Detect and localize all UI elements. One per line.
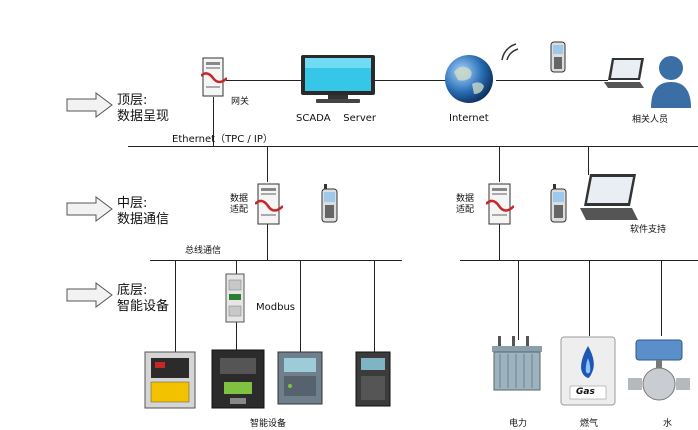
gas-tank-icon (560, 336, 616, 406)
left-mobile-phone-icon (321, 184, 338, 223)
gas-tank-text: Gas (576, 387, 595, 397)
person-user-icon (651, 56, 691, 108)
top-tier-subtitle: 数据呈现 (117, 109, 170, 124)
bus-drop-1 (175, 260, 176, 352)
bottom-tier-subtitle: 智能设备 (117, 299, 170, 314)
bus-drop-power (518, 260, 519, 340)
right-adapter-label: 数据 适配 (456, 194, 474, 216)
middle-tier-arrow-icon (66, 196, 113, 222)
left-fieldbus (150, 260, 402, 261)
software-riser (588, 147, 589, 175)
right-adapter-label-line2: 适配 (456, 205, 475, 215)
bus-drop-gas (589, 260, 590, 336)
bus-drop-4 (374, 260, 375, 352)
top-link-scada-internet (372, 80, 448, 81)
water-caption: 水 (663, 419, 673, 429)
right-adapter-riser (499, 147, 500, 182)
right-adapter-label-line1: 数据 (456, 194, 475, 204)
left-adapter-riser (267, 147, 268, 182)
top-tier-arrow-icon (66, 92, 113, 118)
personnel-laptop-icon (604, 58, 644, 88)
left-adapter-label-line1: 数据 (230, 194, 249, 204)
wireless-signal-icon (501, 43, 519, 61)
modbus-module-icon (225, 273, 245, 323)
gateway-drop (213, 97, 214, 147)
gas-caption: 燃气 (580, 419, 599, 429)
right-fieldbus (460, 260, 698, 261)
internet-label: Internet (449, 113, 489, 124)
water-valve-icon (628, 339, 690, 401)
bus-communication-label: 总线通信 (185, 246, 222, 256)
middle-tier-subtitle: 数据通信 (117, 212, 170, 227)
middle-tier-title: 中层: (117, 196, 148, 211)
gateway-server-icon (201, 57, 227, 97)
bus-drop-3 (300, 260, 301, 352)
top-link-gateway-scada (226, 80, 306, 81)
modbus-label: Modbus (256, 302, 295, 313)
left-adapter-drop (267, 224, 268, 260)
top-tier-label: 顶层: 数据呈现 (117, 93, 169, 125)
mobile-phone-top-icon (550, 41, 566, 73)
smart-breaker-icon (211, 349, 265, 409)
right-adapter-drop (499, 224, 500, 260)
scada-monitor-icon (301, 55, 375, 103)
power-meter-icon (355, 351, 391, 407)
bottom-tier-arrow-icon (66, 282, 113, 308)
power-transformer-icon (492, 336, 542, 391)
gateway-label: 网关 (231, 97, 250, 107)
personnel-label: 相关人员 (632, 115, 669, 125)
power-caption: 电力 (509, 419, 528, 429)
software-laptop-icon (580, 174, 638, 220)
top-tier-title: 顶层: (117, 93, 148, 108)
ethernet-label: Ethernet（TPC / IP） (172, 134, 273, 145)
internet-globe-icon (445, 55, 493, 103)
bottom-tier-title: 底层: (117, 283, 148, 298)
ethernet-backbone (128, 146, 698, 147)
scada-server-label: SCADA Server (296, 113, 377, 124)
circuit-breaker-icon (144, 351, 196, 409)
bottom-tier-label: 底层: 智能设备 (117, 283, 169, 315)
protection-relay-icon (277, 351, 323, 405)
left-data-adapter-icon (255, 183, 283, 225)
left-adapter-label: 数据 适配 (230, 194, 248, 216)
left-adapter-label-line2: 适配 (230, 205, 249, 215)
right-data-adapter-icon (486, 183, 514, 225)
top-link-internet-laptop (496, 80, 608, 81)
bus-drop-water (661, 260, 662, 336)
smart-devices-caption: 智能设备 (250, 419, 287, 429)
middle-tier-label: 中层: 数据通信 (117, 196, 169, 228)
right-mobile-phone-icon (550, 184, 567, 223)
software-support-label: 软件支持 (630, 225, 667, 235)
